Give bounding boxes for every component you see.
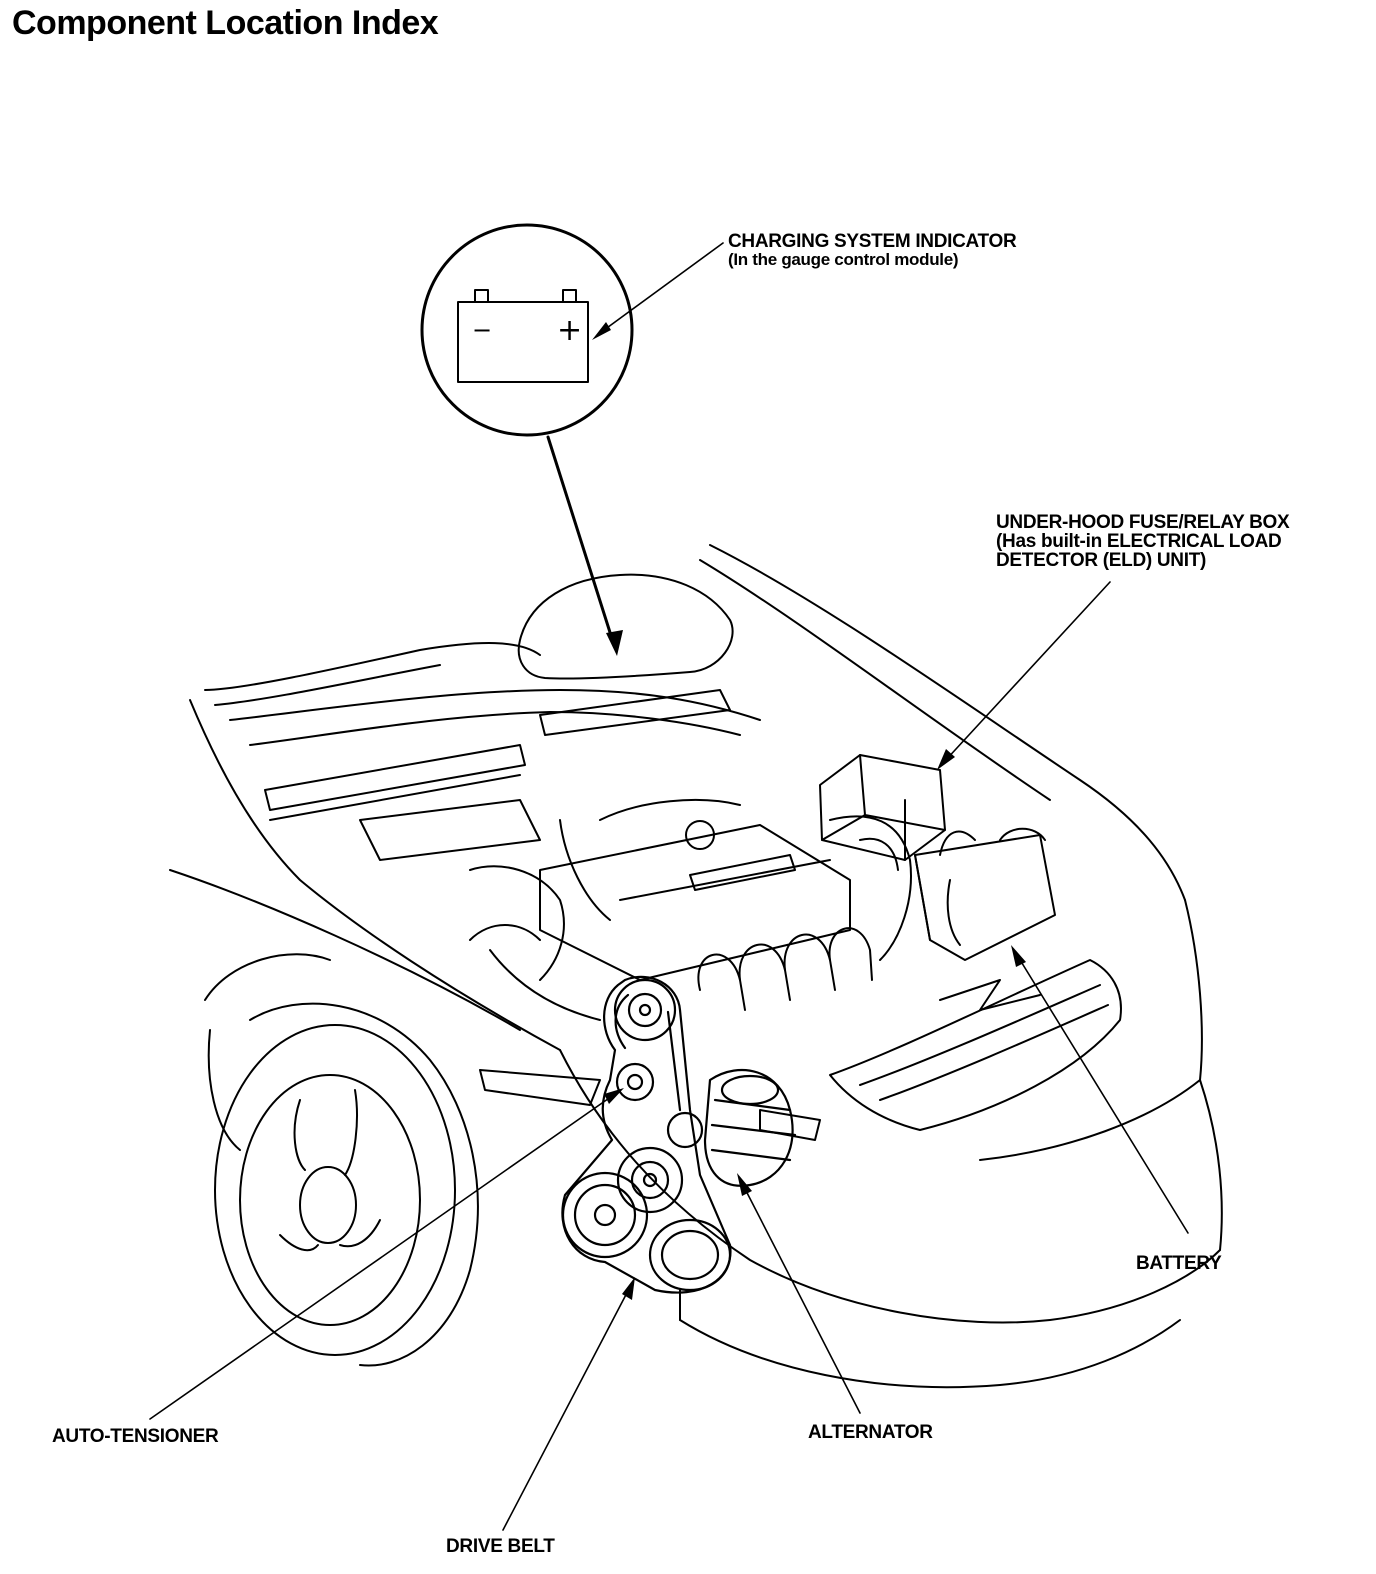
front-wheel	[214, 1002, 479, 1367]
belt-drive	[561, 975, 797, 1294]
water-pump-pulley	[616, 1146, 684, 1214]
charging-indicator-sublabel: (In the gauge control module)	[728, 250, 959, 269]
fuse-relay-box	[819, 754, 946, 861]
drive-belt-label: DRIVE BELT	[446, 1536, 555, 1557]
battery-icon-minus: −	[472, 316, 492, 344]
battery-icon	[457, 289, 589, 383]
magnifier-circle	[420, 223, 634, 437]
charging-indicator-detail	[420, 223, 634, 437]
upper-pulley	[613, 978, 677, 1042]
fuse-box-label-line2: (Has built-in ELECTRICAL LOAD	[996, 531, 1282, 552]
charging-indicator-label: CHARGING SYSTEM INDICATOR	[728, 231, 1017, 252]
fuse-box-callout: UNDER-HOOD FUSE/RELAY BOX (Has built-in …	[996, 512, 1290, 571]
auto-tensioner-label: AUTO-TENSIONER	[52, 1426, 219, 1447]
battery-icon-plus: +	[557, 313, 582, 348]
fuse-box-label-line3: DETECTOR (ELD) UNIT)	[996, 550, 1207, 571]
drive-belt	[561, 975, 732, 1294]
battery	[914, 827, 1056, 961]
car-body	[169, 544, 1223, 1389]
page-title: Component Location Index	[12, 4, 439, 42]
engine	[359, 799, 912, 1021]
alternator-body	[703, 1068, 794, 1187]
alternator-label: ALTERNATOR	[808, 1422, 933, 1443]
leader-lines	[149, 242, 1189, 1531]
auto-tensioner-pulley	[615, 1062, 655, 1102]
charging-indicator-callout: CHARGING SYSTEM INDICATOR (In the gauge …	[728, 231, 1017, 269]
fuse-box-label-line1: UNDER-HOOD FUSE/RELAY BOX	[996, 512, 1290, 533]
battery-label: BATTERY	[1136, 1253, 1222, 1274]
